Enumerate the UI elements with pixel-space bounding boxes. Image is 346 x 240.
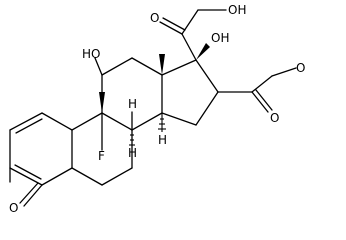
ring-a: [9, 112, 73, 186]
c17-substituents: [159, 9, 227, 61]
ring-b: [71, 112, 133, 186]
atom-label-oxo-3: O: [9, 201, 18, 215]
hydroxy-11-bond: [94, 57, 103, 76]
methyl-wedge-10: [99, 92, 105, 113]
atom-label-ester-ether-oxygen: O: [296, 61, 305, 75]
methyl-groups: [99, 54, 165, 113]
atom-label-hydrogen-8: H: [128, 146, 137, 160]
methyl-ester: [217, 67, 297, 113]
atom-label-fluoro: F: [98, 149, 105, 163]
atom-label-hydrogen-9: H: [128, 97, 137, 111]
stereo-bonds: [129, 111, 166, 146]
atom-label-ester-carbonyl-oxygen: O: [270, 111, 279, 125]
ring-d: [161, 59, 219, 126]
methyl-wedge-13: [159, 54, 165, 75]
atom-label-hydroxy-11: HO: [82, 47, 100, 61]
molecule-structure: O F HO OH O OH O O H H H: [9, 3, 305, 215]
atom-label-side-chain-oxo: O: [150, 11, 159, 25]
atom-label-hydrogen-14: H: [158, 133, 167, 147]
atom-label-hydroxy-17: OH: [211, 31, 229, 45]
ketone-3: [19, 182, 43, 207]
atom-label-side-chain-hydroxy: OH: [228, 3, 246, 17]
